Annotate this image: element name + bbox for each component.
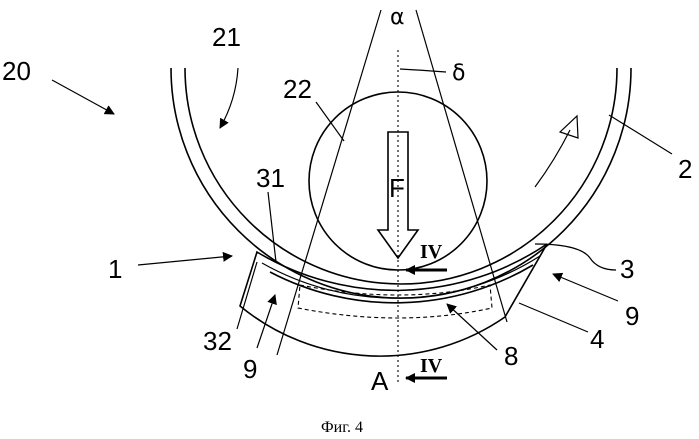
rotation-arrow-head	[560, 116, 578, 138]
leader-delta	[400, 69, 446, 72]
leader-31	[268, 192, 276, 262]
leader-1	[138, 256, 232, 265]
label-A: A	[371, 366, 389, 396]
leader-22	[316, 102, 344, 141]
label-32: 32	[203, 326, 232, 356]
leader-3	[535, 244, 616, 270]
label-8: 8	[504, 341, 518, 371]
angle-line-left	[277, 10, 381, 355]
leader-9-right	[553, 274, 618, 301]
leader-20	[52, 80, 114, 114]
section-label-lower: IV	[420, 355, 443, 377]
label-9-left: 9	[243, 354, 257, 384]
label-2: 2	[678, 154, 692, 184]
label-4: 4	[590, 324, 604, 354]
leader-9-left	[257, 295, 275, 348]
leader-4	[519, 303, 588, 332]
label-31: 31	[256, 163, 285, 193]
label-9-right: 9	[625, 301, 639, 331]
rotation-arrow-shaft	[535, 130, 570, 187]
label-20: 20	[2, 56, 31, 86]
label-alpha: α	[390, 5, 405, 30]
label-delta: δ	[452, 61, 465, 86]
label-3: 3	[620, 254, 634, 284]
leader-2	[609, 115, 672, 154]
figure-caption: Фиг. 4	[321, 419, 363, 436]
label-F: F	[389, 173, 405, 203]
label-21: 21	[212, 22, 241, 52]
label-1: 1	[108, 254, 122, 284]
label-22: 22	[283, 74, 312, 104]
leader-21	[220, 68, 238, 128]
section-label-upper: IV	[420, 241, 443, 263]
leader-32	[237, 262, 257, 329]
